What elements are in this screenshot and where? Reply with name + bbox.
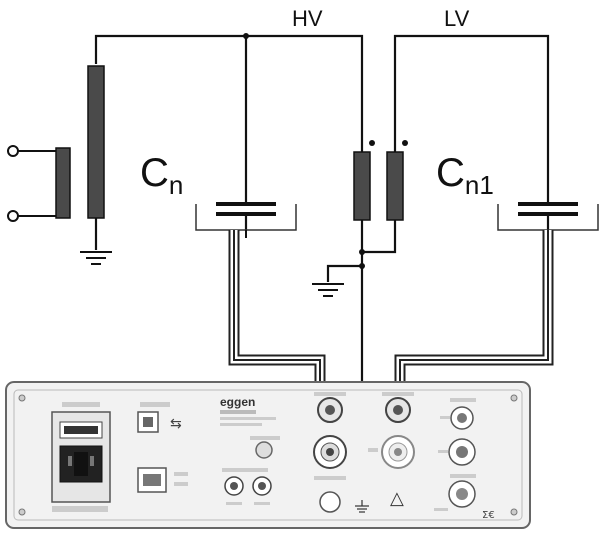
test-object-lv-resistor [386,151,404,221]
lv-bus [393,34,550,230]
panel-screw [510,394,518,402]
panel-label-strip [52,506,108,512]
panel-label-strip [174,472,188,476]
usb-icon: ⇆ [170,416,182,432]
panel-label-strip [140,402,170,407]
cn1-label-main: C [436,151,465,195]
cn-input-connector [317,397,343,423]
cn-output-connector [313,435,347,469]
panel-label-strip [450,398,476,402]
panel-label-strip [222,468,268,472]
panel-label-strip [220,417,276,420]
lv-label: LV [444,6,470,31]
polarity-dot [402,140,408,146]
ethernet-port [137,467,167,493]
ground-icon [355,500,369,513]
hv-label: HV [292,6,323,31]
ground-terminal [319,491,341,513]
power-inlet-module [51,411,111,503]
panel-label-strip [368,448,378,452]
panel-label-strip [254,502,270,505]
ground-symbol [80,251,112,265]
panel-screw [18,394,26,402]
panel-screw [18,508,26,516]
panel-label-strip [382,392,414,396]
cn1-output-connector [381,435,415,469]
test-object-hv-resistor [353,151,371,221]
transformer-winding [55,147,71,219]
panel-label-strip [220,410,256,414]
panel-label-strip [314,476,346,480]
cn1-input-connector [385,397,411,423]
panel-label-strip [314,392,346,396]
panel-label-strip [250,436,280,440]
calibration-connectors [224,476,272,496]
polarity-dot [369,140,375,146]
usb-port [137,411,159,433]
panel-screw [510,508,518,516]
junction-dot [359,249,365,255]
cn-label: Cn [140,151,183,200]
hv-divider-resistor [87,65,105,219]
panel-label-strip [438,450,448,453]
aux-input-connector-middle [448,438,476,466]
panel-label-strip [226,502,242,505]
ground-terminal-knob [255,441,273,459]
cn-label-sub: n [169,170,183,200]
source-terminals [7,145,60,222]
cn1-label-sub: n1 [465,170,494,200]
panel-label-strip [174,482,188,486]
warning-icon: △ [390,488,404,509]
junction-dot [359,263,365,269]
cn1-label: Cn1 [436,151,494,200]
cn-label-main: C [140,151,169,195]
panel-label-strip [440,416,450,419]
brand-logo: eggen [220,395,255,409]
panel-label-strip [62,402,100,407]
junction-dot [243,33,249,39]
panel-label-strip [434,508,448,511]
panel-label-strip [450,474,476,478]
ce-mark: Σ€ [482,510,495,521]
panel-label-strip [220,423,262,426]
aux-input-connector-lower [448,480,476,508]
aux-input-connector-upper [450,406,474,430]
ground-symbol [312,283,344,297]
